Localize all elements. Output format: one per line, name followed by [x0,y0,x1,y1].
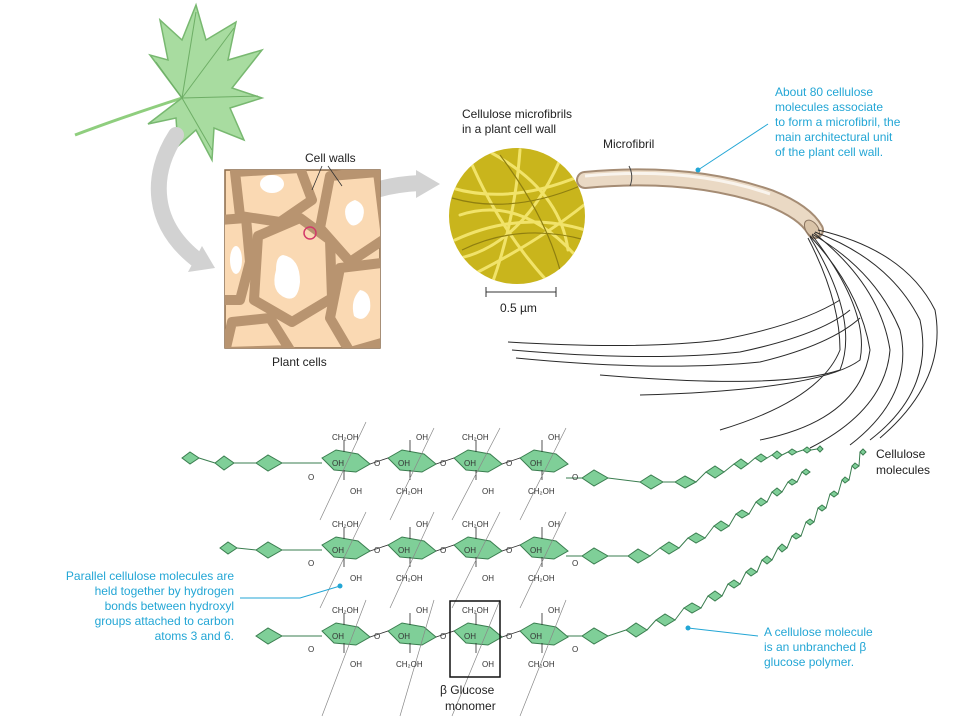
oh-label: OH [530,632,542,641]
micrograph-title-line1: Cellulose microfibrils [462,107,572,121]
cellulose-strands [507,229,938,449]
callout-top-right: About 80 cellulose molecules associate t… [775,85,901,159]
ch2oh-label: CH₂OH [528,660,555,669]
chem-labels: CH₂OH OH CH₂OH OH OH OH OH OH O O O O O … [308,433,578,669]
oh-label: OH [548,433,560,442]
leaf-illustration [74,2,265,163]
oh-label: OH [332,632,344,641]
microfibril-micrograph [449,148,585,284]
callout-bottom-right-line: glucose polymer. [764,655,854,669]
oh-label: OH [464,632,476,641]
ch2oh-label: CH₂OH [462,520,489,529]
oh-label: OH [398,632,410,641]
plant-cells-illustration [224,165,381,349]
callout-left-line: Parallel cellulose molecules are [66,569,234,583]
o-label: O [308,559,314,568]
o-label: O [572,559,578,568]
o-label: O [440,546,446,555]
micrograph-title-line2: in a plant cell wall [462,122,556,136]
o-label: O [506,632,512,641]
callout-left-line: held together by hydrogen [95,584,234,598]
oh-label: OH [548,520,560,529]
oh-label: OH [530,546,542,555]
o-label: O [374,459,380,468]
callout-bottom-right-line: A cellulose molecule [764,625,873,639]
scale-bar [485,287,557,297]
ch2oh-label: CH₂OH [332,606,359,615]
callout-leaders [240,123,769,637]
callout-top-right-line: to form a microfibril, the [775,115,901,129]
beta-glucose-label-line2: monomer [445,699,496,713]
oh-label: OH [350,660,362,669]
oh-label: OH [482,660,494,669]
ch2oh-label: CH₂OH [332,433,359,442]
oh-label: OH [548,606,560,615]
oh-label: OH [416,606,428,615]
ch2oh-label: CH₂OH [462,433,489,442]
ch2oh-label: CH₂OH [528,487,555,496]
microfibril-tube [576,165,824,239]
plant-cells-label: Plant cells [272,355,327,369]
callout-bottom-right: A cellulose molecule is an unbranched β … [764,625,873,669]
ch2oh-label: CH₂OH [396,487,423,496]
oh-label: OH [398,459,410,468]
o-label: O [308,645,314,654]
beta-glucose-label-line1: β Glucose [440,683,495,697]
callout-top-right-line: main architectural unit [775,130,893,144]
oh-label: OH [464,546,476,555]
o-label: O [374,632,380,641]
o-label: O [374,546,380,555]
callout-bottom-right-line: is an unbranched β [764,640,866,654]
oh-label: OH [332,459,344,468]
cellulose-molecules-label-line2: molecules [876,463,930,477]
callout-left-line: bonds between hydroxyl [105,599,234,613]
oh-label: OH [416,520,428,529]
o-label: O [572,645,578,654]
callout-top-right-line: About 80 cellulose [775,85,873,99]
o-label: O [440,632,446,641]
callout-left: Parallel cellulose molecules are held to… [66,569,234,643]
ch2oh-label: CH₂OH [462,606,489,615]
microfibril-label: Microfibril [603,137,654,151]
ch2oh-label: CH₂OH [396,660,423,669]
callout-top-right-line: of the plant cell wall. [775,145,883,159]
o-label: O [308,473,314,482]
o-label: O [506,459,512,468]
oh-label: OH [530,459,542,468]
oh-label: OH [416,433,428,442]
callout-left-line: groups attached to carbon [95,614,234,628]
callout-left-line: atoms 3 and 6. [155,629,234,643]
o-label: O [572,473,578,482]
ch2oh-label: CH₂OH [528,574,555,583]
oh-label: OH [482,487,494,496]
cellulose-molecules-label-line1: Cellulose [876,447,926,461]
callout-top-right-line: molecules associate [775,100,883,114]
oh-label: OH [464,459,476,468]
cell-walls-label: Cell walls [305,151,356,165]
beta-glucose-box [449,600,501,678]
oh-label: OH [482,574,494,583]
scale-bar-label: 0.5 µm [500,301,537,315]
ch2oh-label: CH₂OH [396,574,423,583]
oh-label: OH [350,574,362,583]
oh-label: OH [350,487,362,496]
cellulose-chains [181,421,867,717]
o-label: O [506,546,512,555]
oh-label: OH [398,546,410,555]
o-label: O [440,459,446,468]
ch2oh-label: CH₂OH [332,520,359,529]
oh-label: OH [332,546,344,555]
